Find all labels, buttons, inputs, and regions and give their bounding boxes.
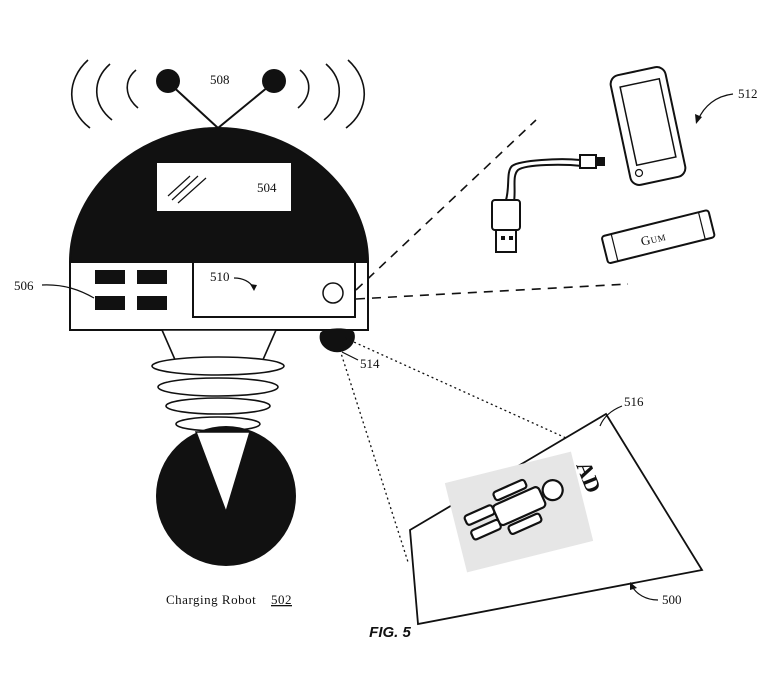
antenna-ball-left <box>156 69 180 93</box>
view-lines-door <box>355 119 629 300</box>
leader-516 <box>599 405 623 427</box>
signal-arcs <box>70 59 366 129</box>
figure-label: FIG. 5 <box>369 624 411 641</box>
antenna-ball-right <box>262 69 286 93</box>
gum-pack: Gum <box>601 209 716 264</box>
ref-508: 508 <box>210 72 230 87</box>
screen-glare <box>167 175 207 204</box>
camera-body <box>319 328 355 353</box>
usb-cable <box>491 154 605 253</box>
camera-view-lines <box>339 337 629 563</box>
leader-512 <box>697 93 734 121</box>
ref-510: 510 <box>210 269 230 284</box>
arrowhead-512 <box>695 114 702 124</box>
ref-500: 500 <box>662 592 682 607</box>
ref-512: 512 <box>738 86 758 101</box>
robot-head: 504 <box>68 126 370 263</box>
gum-label: Gum <box>639 228 667 249</box>
caption-text: Charging Robot <box>166 592 256 607</box>
ad-surface: AD 516 <box>409 394 704 626</box>
support-cone <box>194 431 252 515</box>
caption-ref-502: 502 <box>271 592 292 607</box>
person-figure <box>463 478 564 541</box>
door-button <box>322 282 344 304</box>
leader-506 <box>41 284 95 299</box>
ref-516: 516 <box>624 394 644 409</box>
items-group: 512 Gum <box>491 66 758 264</box>
tablet-device <box>609 66 687 186</box>
robot-caption: Charging Robot 502 <box>166 592 292 607</box>
camera: 514 <box>319 328 380 371</box>
indicator-panel <box>95 270 167 310</box>
robot-neck <box>151 329 285 432</box>
system-ref: 500 <box>630 582 682 607</box>
robot-base <box>156 426 296 566</box>
arrowhead-510 <box>250 284 257 291</box>
robot-body: 506 510 <box>14 261 369 331</box>
ref-504: 504 <box>257 180 277 195</box>
arrowhead-500 <box>630 582 637 590</box>
ref-514: 514 <box>360 356 380 371</box>
antennae: 508 <box>70 59 366 129</box>
ref-506: 506 <box>14 278 34 293</box>
